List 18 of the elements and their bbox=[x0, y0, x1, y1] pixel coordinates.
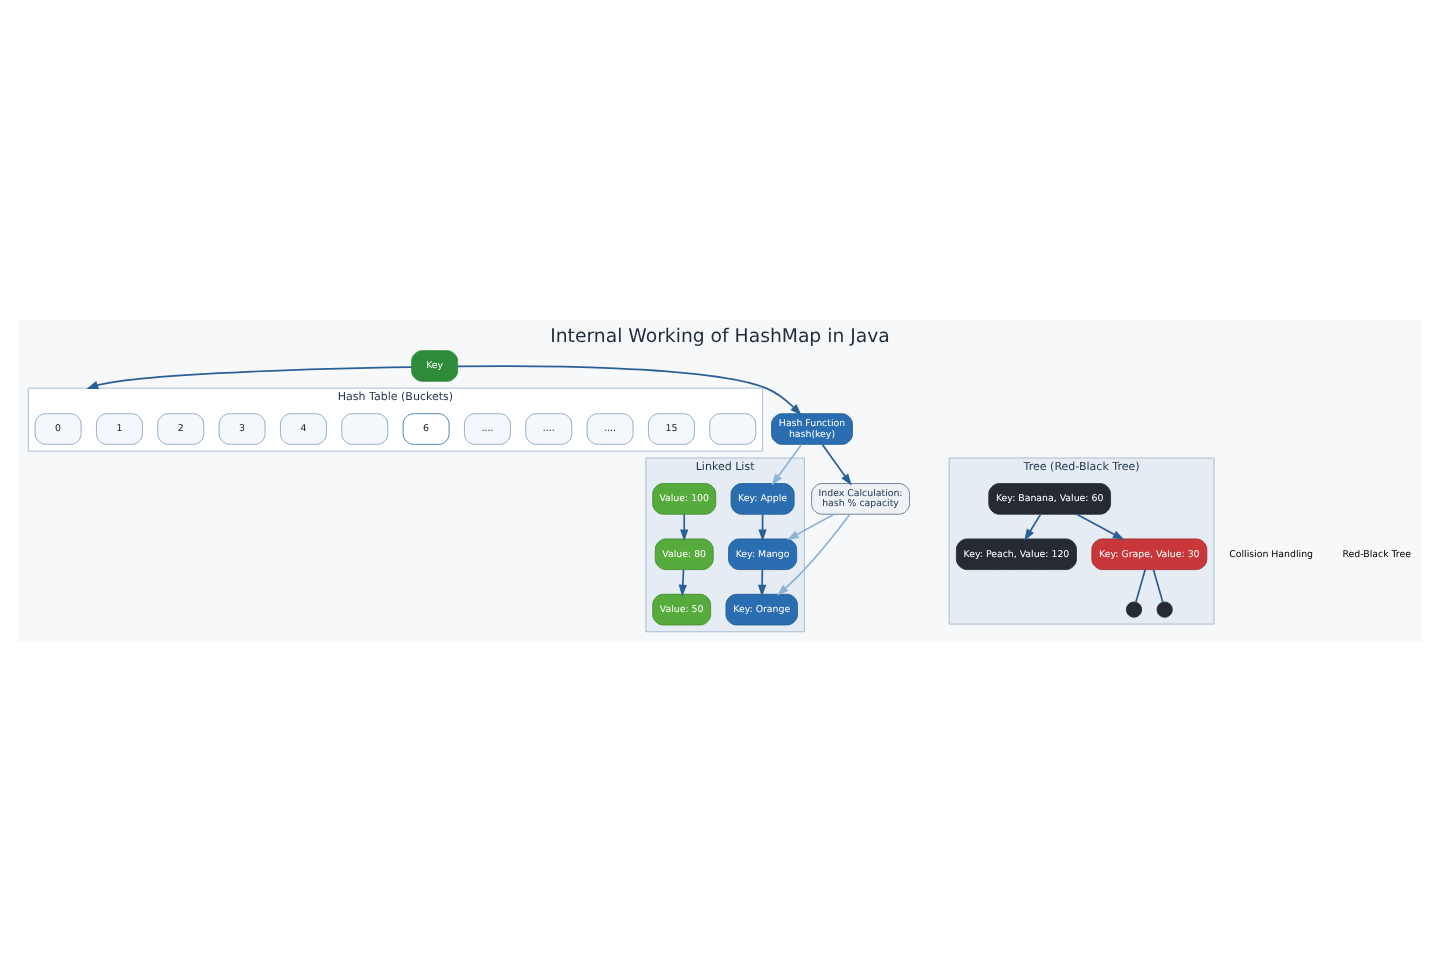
connector bbox=[1152, 567, 1164, 602]
arrow bbox=[821, 442, 852, 485]
arrow bbox=[757, 567, 767, 596]
arrow bbox=[680, 512, 689, 541]
arrow bbox=[786, 512, 835, 540]
arrow bbox=[771, 442, 803, 485]
node-box bbox=[341, 412, 389, 444]
arrow bbox=[86, 365, 413, 388]
arrow bbox=[678, 567, 687, 596]
arrow bbox=[776, 512, 851, 595]
arrow bbox=[1024, 512, 1042, 540]
connector bbox=[1135, 567, 1146, 602]
node-circle bbox=[1156, 600, 1173, 617]
node-circle bbox=[1125, 600, 1143, 617]
diagram-title: Internal Working of HashMap in Java bbox=[550, 324, 890, 347]
arrow bbox=[456, 364, 802, 415]
node-box bbox=[709, 412, 757, 444]
arrow bbox=[1075, 512, 1125, 540]
